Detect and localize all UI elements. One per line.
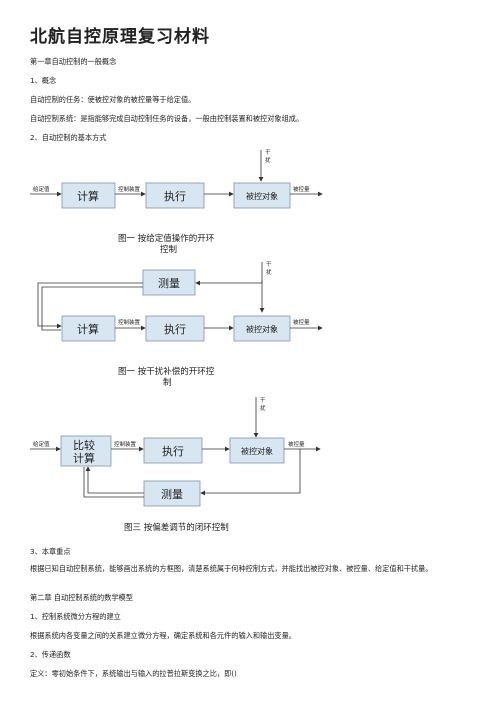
- fig3-object-box: [229, 437, 285, 464]
- section-1-heading: 1、概念: [30, 76, 57, 85]
- fig3-exec-label: 执行: [162, 444, 184, 458]
- paragraph-task: 自动控制的任务：使被控对象的被控量等于给定值。: [30, 95, 196, 104]
- fig1-exec-box: [145, 182, 205, 209]
- fig1-exec-label: 执行: [164, 189, 186, 203]
- section-4-heading: 1、控制系统微分方程的建立: [30, 612, 121, 621]
- fig2-measure-box: [142, 269, 196, 296]
- chapter-1-heading: 第一章自动控制的一般概念: [30, 57, 117, 66]
- fig3-caption: 图三 按偏差调节的闭环控制: [124, 522, 229, 533]
- fig2-feedforward-line: [37, 282, 143, 329]
- fig3-input-label: 给定值: [33, 440, 50, 448]
- figure-1-open-loop-setpoint: 干 扰 给定值 计算 控制装置 执行 被控对象 被控量 图一 按给定值操作的开环…: [30, 149, 323, 255]
- fig2-measure-feed-arrow: [195, 280, 263, 286]
- fig3-disturbance-label-1: 干: [260, 397, 266, 404]
- chapter-2-heading: 第二章 自动控制系统的数学模型: [30, 593, 133, 602]
- fig2-exec-label: 执行: [164, 322, 186, 336]
- figure-3-closed-loop: 干 扰 给定值 比较 计算 控制装置 执行 被控对象 被控量 测量 图三 按偏差…: [30, 397, 321, 533]
- section-2-heading: 2、自动控制的基本方式: [30, 133, 107, 142]
- fig1-object-label: 被控对象: [246, 191, 278, 201]
- fig3-object-label: 被控对象: [241, 446, 273, 456]
- paragraph-key-points: 根据已知自动控制系统，能够画出系统的方框图，清楚系统属于何种控制方式，并能找出被…: [30, 564, 433, 573]
- figure-2-open-loop-disturbance: 干 扰 测量 计算 控制装置 执行 被控对象 被控量 图一 按干扰补偿的开环控 …: [37, 261, 323, 388]
- fig1-disturbance-label-1: 干: [265, 149, 271, 156]
- fig2-object-label: 被控对象: [246, 324, 278, 334]
- fig2-calc-label: 计算: [77, 322, 99, 336]
- section-5-heading: 2、传递函数: [30, 650, 71, 659]
- fig2-object-box: [233, 315, 291, 342]
- fig3-feedback-line: [200, 449, 301, 496]
- fig2-exec-box: [145, 315, 205, 342]
- fig3-compare-box: [60, 435, 112, 467]
- fig3-compare-label-1: 比较: [73, 438, 95, 452]
- fig3-disturbance-label-2: 扰: [260, 404, 266, 412]
- fig2-disturbance-label-2: 扰: [266, 268, 272, 276]
- section-3-heading: 3、本章重点: [30, 547, 71, 556]
- fig1-caption-line2: 控制: [160, 244, 177, 255]
- fig3-measure-to-compare-line-inner: [83, 467, 144, 498]
- fig1-output-label: 被控量: [293, 185, 310, 193]
- fig2-calc-box: [61, 315, 116, 342]
- paragraph-transfer-function: 定义：零初始条件下，系统输出与输入的拉普拉斯变换之比，即(): [30, 669, 237, 678]
- fig3-device-label: 控制装置: [114, 440, 137, 448]
- paragraph-system: 自动控制系统：是指能够完成自动控制任务的设备，一般由控制装置和被控对象组成。: [30, 114, 304, 123]
- fig3-measure-box: [143, 480, 201, 507]
- fig1-object-box: [233, 182, 291, 209]
- fig2-measure-label: 测量: [158, 277, 180, 290]
- document-title: 北航自控原理复习材料: [30, 27, 210, 47]
- fig2-output-label: 被控量: [293, 318, 310, 326]
- fig1-caption-line1: 图一 按给定值操作的开环: [118, 233, 215, 244]
- fig3-compare-label-2: 计算: [73, 451, 95, 465]
- fig1-device-label: 控制装置: [118, 185, 141, 193]
- fig2-disturbance-label-1: 干: [266, 261, 272, 268]
- fig2-caption-line1: 图一 按干扰补偿的开环控: [118, 366, 215, 377]
- fig2-feedforward-line-inner: [41, 286, 143, 331]
- paragraph-differential-equation: 根据系统内各变量之间的关系建立微分方程，确定系统和各元件的输入和输出变量。: [30, 631, 296, 640]
- fig1-calc-box: [61, 182, 116, 209]
- fig2-device-label: 控制装置: [118, 318, 141, 326]
- fig3-output-label: 被控量: [288, 440, 305, 448]
- fig3-measure-label: 测量: [161, 488, 183, 501]
- fig2-caption-line2: 制: [163, 377, 172, 388]
- fig3-measure-to-compare-line: [85, 466, 144, 494]
- fig3-exec-box: [143, 437, 203, 464]
- fig1-disturbance-label-2: 扰: [265, 156, 271, 164]
- fig1-calc-label: 计算: [77, 189, 99, 203]
- fig1-input-label: 给定值: [33, 185, 50, 193]
